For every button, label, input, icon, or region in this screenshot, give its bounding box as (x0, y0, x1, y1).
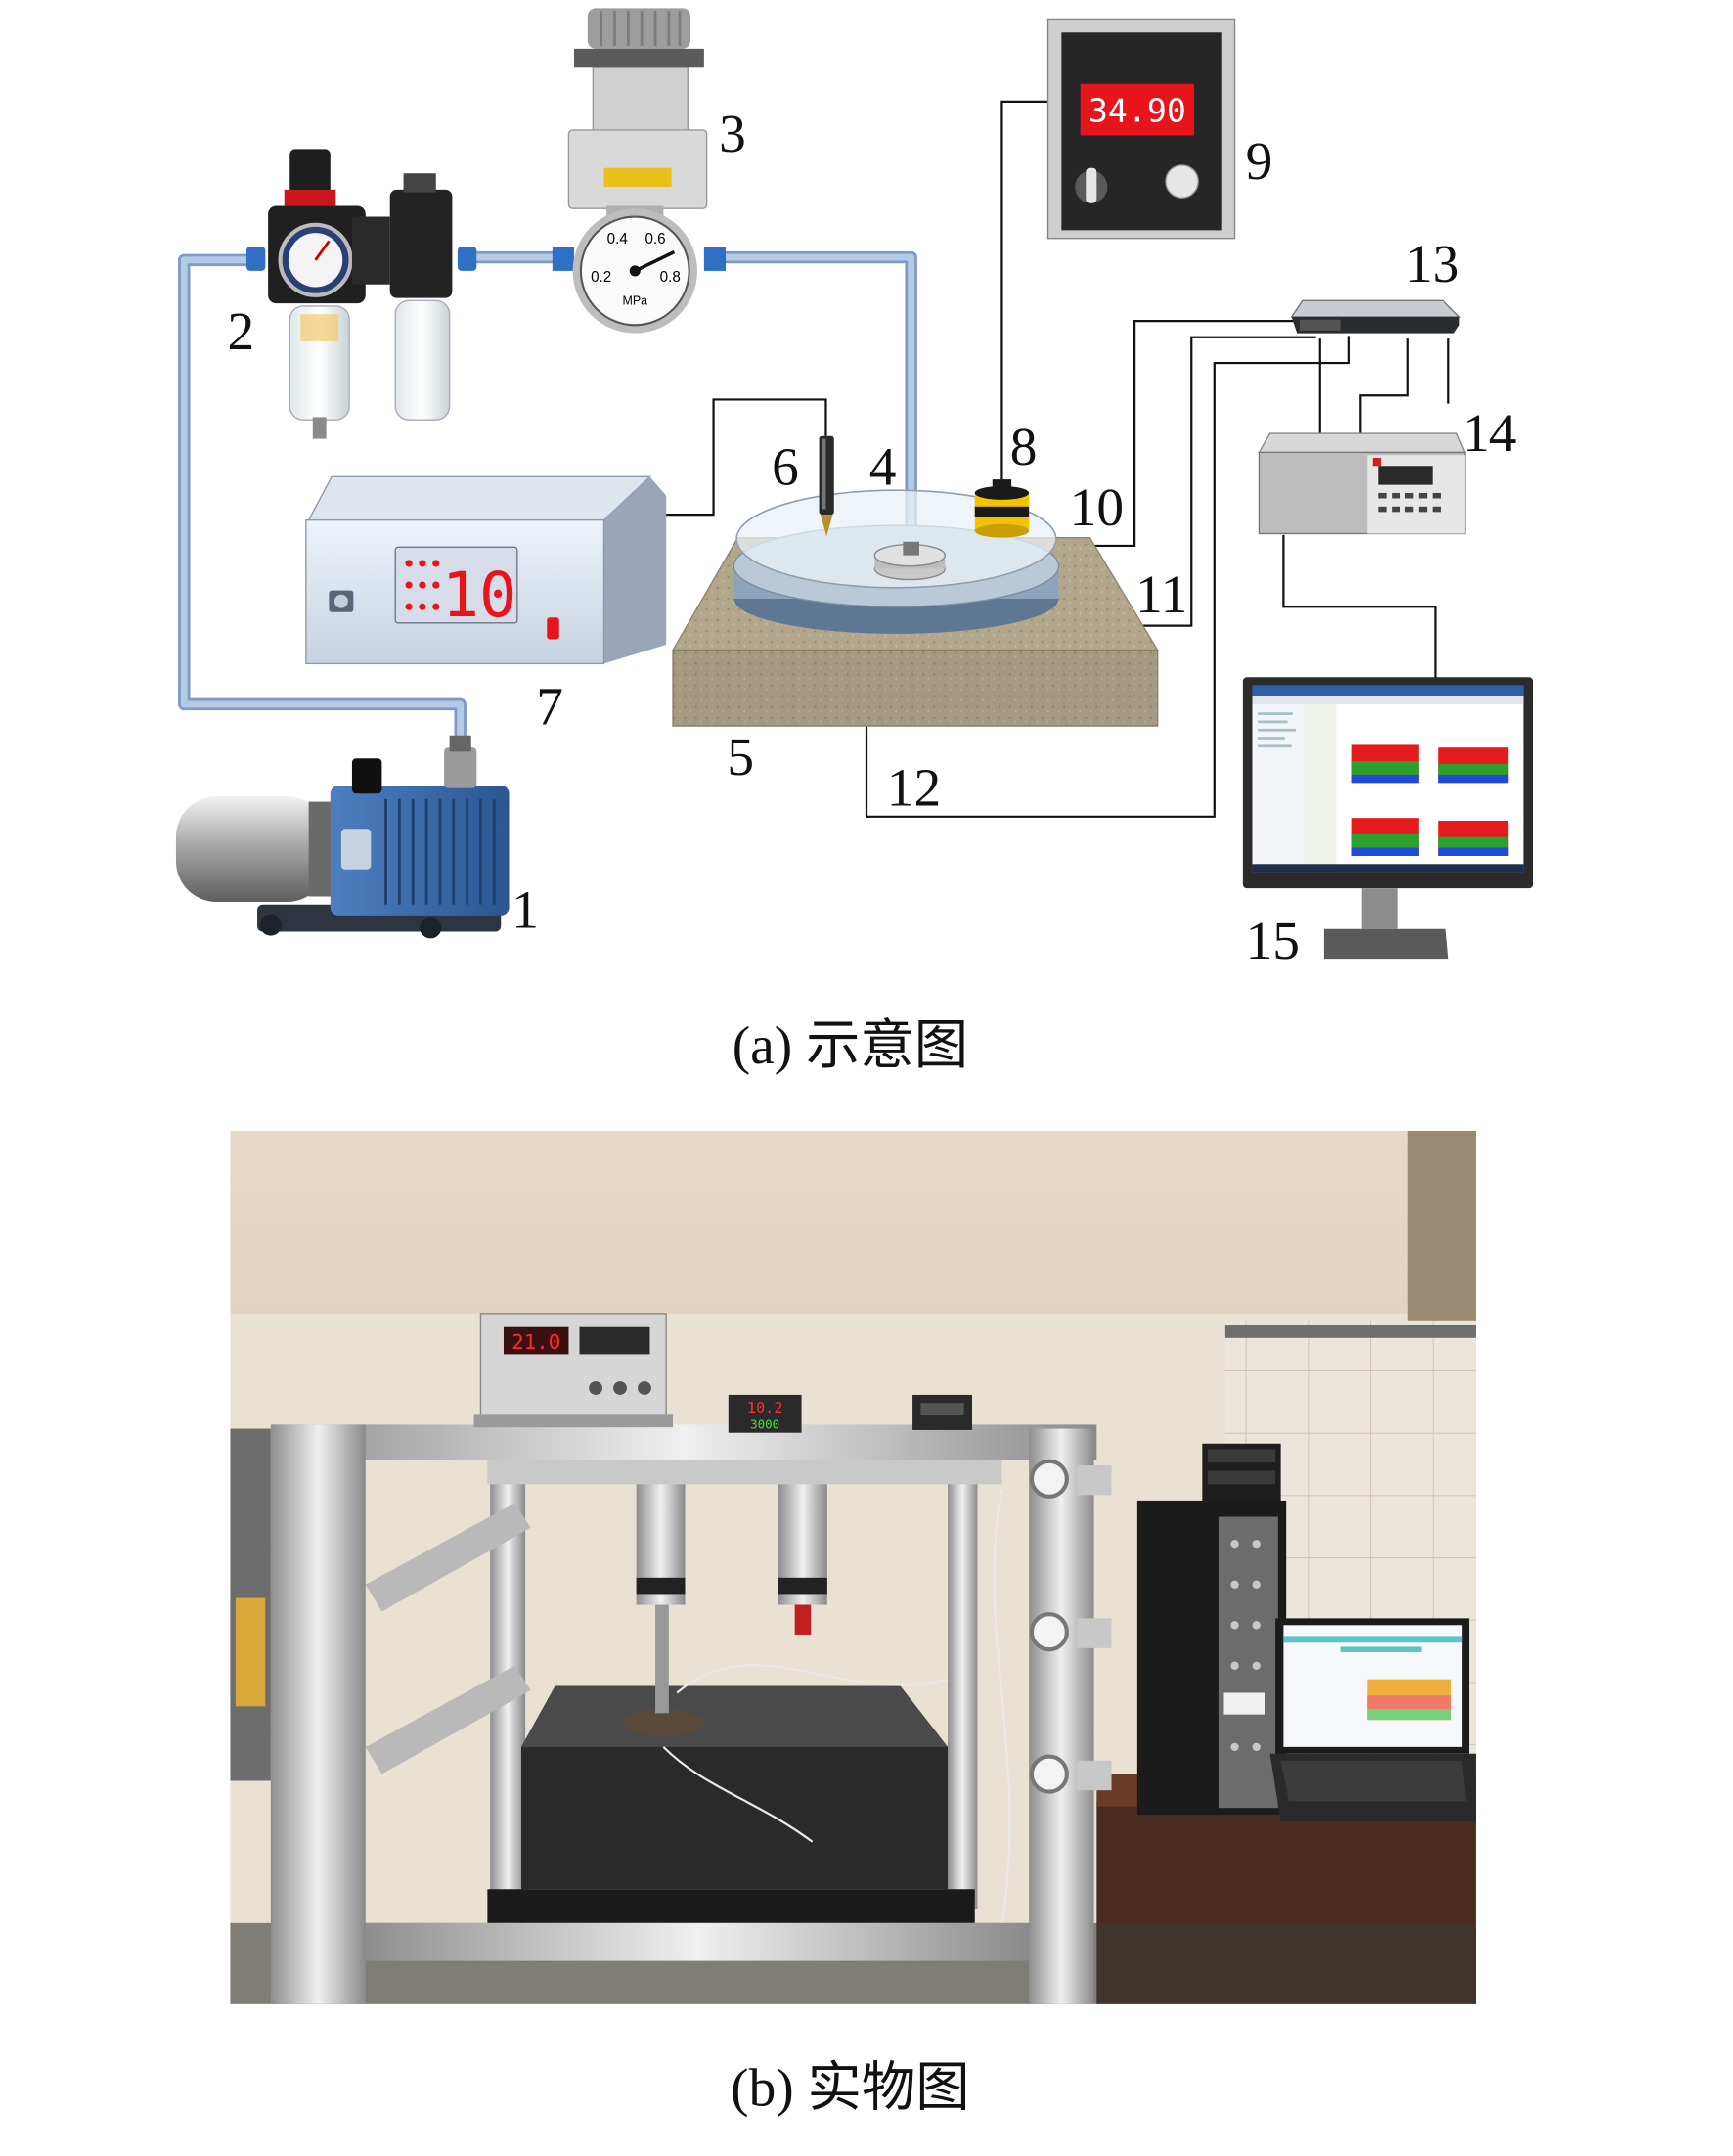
gauge-tick-0-8: 0.8 (660, 269, 681, 286)
label-3: 3 (719, 104, 746, 163)
photo-instrument-rack (1136, 1443, 1287, 1816)
label-12: 12 (887, 758, 941, 818)
schematic-panel: 1 2 (175, 8, 1533, 1075)
photo-meter-lower-readout: 3000 (750, 1417, 779, 1432)
label-1: 1 (511, 879, 539, 939)
controller-display: 10 (442, 560, 517, 632)
apparatus-photo: 21.0 10.2 3000 (230, 1130, 1476, 2118)
caption-a: (a) 示意图 (733, 1015, 968, 1075)
photo-panel-meter: 10.2 3000 (728, 1394, 802, 1433)
data-acquisition-unit (1258, 432, 1466, 535)
label-9: 9 (1246, 131, 1273, 191)
signal-hub (1290, 299, 1462, 334)
vacuum-pump (175, 735, 510, 939)
air-filter-regulator (245, 149, 477, 439)
photo-meter-upper-readout: 10.2 (747, 1399, 783, 1416)
label-8: 8 (1010, 417, 1038, 476)
label-11: 11 (1135, 564, 1187, 624)
photo-top-instrument: 21.0 (473, 1313, 674, 1428)
pressure-display-meter: 34.90 (1046, 18, 1236, 240)
label-13: 13 (1405, 234, 1459, 293)
photo-pressure-gauges (1029, 1459, 1112, 1794)
computer-monitor (1242, 677, 1533, 960)
gauge-tick-0-4: 0.4 (607, 231, 629, 247)
caption-b: (b) 实物图 (731, 2058, 969, 2118)
monitor-waveform-panels (1351, 744, 1509, 856)
specimen-disc (733, 489, 1060, 634)
thermocouple-probe (819, 435, 834, 537)
photo-laptop (1269, 1618, 1476, 1822)
pressure-readout: 34.90 (1089, 92, 1186, 130)
photo-instrument-readout: 21.0 (511, 1330, 560, 1354)
label-4: 4 (869, 437, 897, 497)
label-6: 6 (772, 437, 799, 497)
label-14: 14 (1462, 403, 1516, 463)
label-7: 7 (536, 677, 563, 737)
gauge-unit: MPa (622, 294, 647, 308)
label-15: 15 (1246, 911, 1300, 970)
signal-wires (663, 100, 1450, 818)
label-2: 2 (228, 301, 255, 361)
gauge-tick-0-6: 0.6 (644, 231, 665, 247)
label-10: 10 (1070, 477, 1124, 537)
pressure-regulator: 0.2 0.4 0.6 0.8 MPa (552, 8, 727, 334)
pressure-sensor (974, 479, 1030, 538)
air-pipe (178, 250, 917, 742)
temperature-controller: 10 (305, 475, 667, 665)
gauge-tick-0-2: 0.2 (591, 269, 611, 286)
label-5: 5 (727, 727, 754, 786)
